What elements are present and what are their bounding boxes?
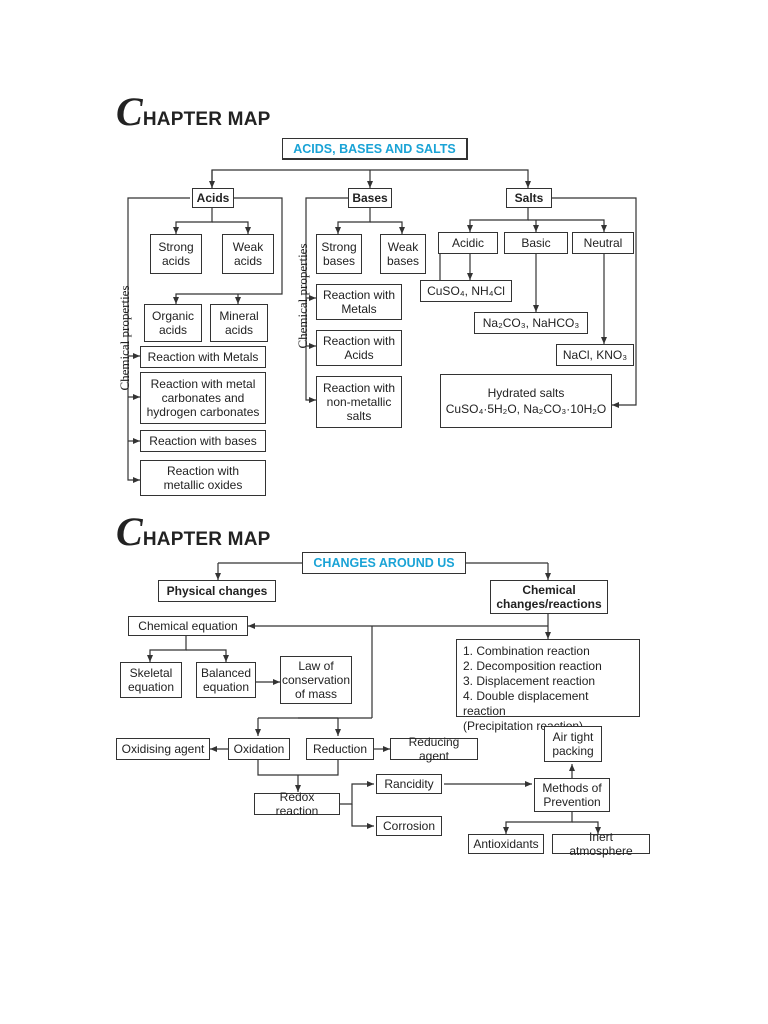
- node-neutral-example: NaCl, KNO₃: [556, 344, 634, 366]
- node-base-reaction-metals: Reaction with Metals: [316, 284, 402, 320]
- node-base-reaction-nonmetallic: Reaction with non-metallic salts: [316, 376, 402, 428]
- root-label-2: CHANGES AROUND US: [313, 556, 455, 570]
- node-mineral-acids: Mineral acids: [210, 304, 268, 342]
- node-methods-prevention: Methods of Prevention: [534, 778, 610, 812]
- node-reducing-agent: Reducing agent: [390, 735, 478, 763]
- node-oxidising-agent: Oxidising agent: [116, 738, 210, 760]
- node-oxidation: Oxidation: [228, 738, 290, 760]
- node-changes-around-us: CHANGES AROUND US: [302, 552, 466, 574]
- node-antioxidants: Antioxidants: [468, 834, 544, 854]
- node-acid-reaction-bases: Reaction with bases: [140, 430, 266, 452]
- node-inert-atmosphere: Inert atmosphere: [552, 830, 650, 858]
- heading-rest: HAPTER MAP: [142, 109, 271, 130]
- hydrated-formula: CuSO₄·5H₂O, Na₂CO₃·10H₂O: [445, 402, 607, 416]
- node-law-conservation: Law of conservation of mass: [280, 656, 352, 704]
- node-chemical-changes: Chemical changes/reactions: [490, 580, 608, 614]
- node-weak-bases: Weak bases: [380, 234, 426, 274]
- node-skeletal-equation: Skeletal equation: [120, 662, 182, 698]
- node-acid-reaction-oxides: Reaction with metallic oxides: [140, 460, 266, 496]
- chapter-map-heading-1: CHAPTER MAP: [116, 88, 271, 135]
- node-balanced-equation: Balanced equation: [196, 662, 256, 698]
- node-redox-reaction: Redox reaction: [254, 790, 340, 818]
- node-acids-bases-salts: ACIDS, BASES AND SALTS: [282, 138, 468, 160]
- heading-initial-2: C: [116, 509, 143, 554]
- node-rancidity: Rancidity: [376, 774, 442, 794]
- node-acid-reaction-metals: Reaction with Metals: [140, 346, 266, 368]
- root-label: ACIDS, BASES AND SALTS: [293, 141, 456, 156]
- node-corrosion: Corrosion: [376, 816, 442, 836]
- node-air-tight-packing: Air tight packing: [544, 726, 602, 762]
- node-hydrated-salts: Hydrated salts CuSO₄·5H₂O, Na₂CO₃·10H₂O: [440, 374, 612, 428]
- side-label-base-properties: Chemical properties: [295, 243, 310, 349]
- side-label-acid-properties: Chemical properties: [117, 285, 132, 391]
- node-reaction-types: 1. Combination reaction 2. Decomposition…: [456, 639, 640, 733]
- heading-initial: C: [116, 89, 143, 134]
- node-salts: Salts: [506, 188, 552, 208]
- node-reduction: Reduction: [306, 738, 374, 760]
- heading-rest-2: HAPTER MAP: [142, 529, 271, 550]
- node-chemical-equation: Chemical equation: [128, 616, 248, 636]
- node-strong-acids: Strong acids: [150, 234, 202, 274]
- node-acids: Acids: [192, 188, 234, 208]
- node-basic: Basic: [504, 232, 568, 254]
- chapter-map-heading-2: CHAPTER MAP: [116, 508, 271, 555]
- node-basic-example: Na₂CO₃, NaHCO₃: [474, 312, 588, 334]
- node-bases: Bases: [348, 188, 392, 208]
- node-neutral: Neutral: [572, 232, 634, 254]
- node-strong-bases: Strong bases: [316, 234, 362, 274]
- node-acidic: Acidic: [438, 232, 498, 254]
- node-base-reaction-acids: Reaction with Acids: [316, 330, 402, 366]
- node-weak-acids: Weak acids: [222, 234, 274, 274]
- node-physical-changes: Physical changes: [158, 580, 276, 602]
- hydrated-title: Hydrated salts: [487, 386, 565, 400]
- node-organic-acids: Organic acids: [144, 304, 202, 342]
- node-acidic-example: CuSO₄, NH₄Cl: [420, 280, 512, 302]
- node-acid-reaction-carbonates: Reaction with metal carbonates and hydro…: [140, 372, 266, 424]
